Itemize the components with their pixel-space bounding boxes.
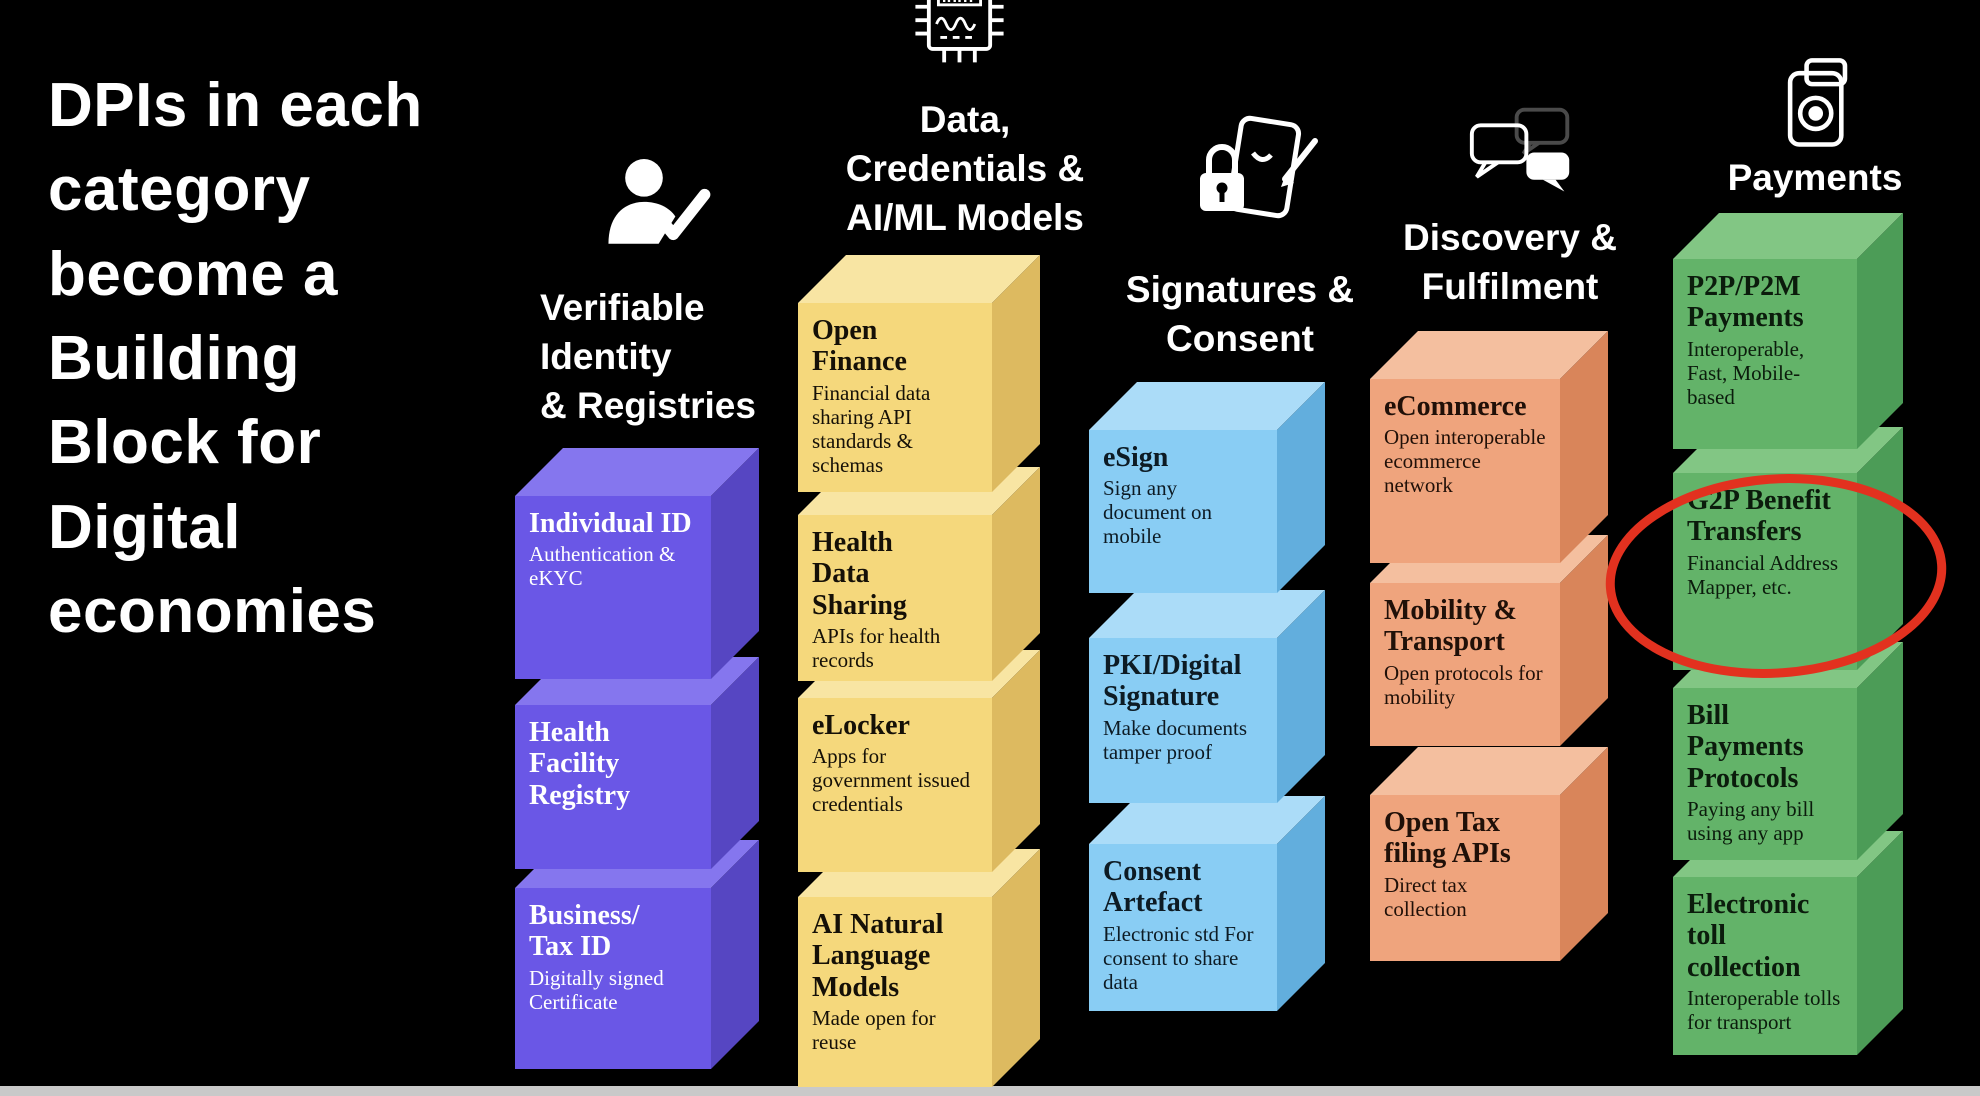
block-desc: Financial data sharing API standards & s… xyxy=(812,380,931,477)
block-title: Health Data Sharing xyxy=(812,527,907,621)
block-individual-id: Individual ID Authentication & eKYC xyxy=(515,496,711,679)
block-desc: Interoperable, Fast, Mobile-based xyxy=(1687,336,1805,409)
block-consent-artefact: Consent Artefact Electronic std For cons… xyxy=(1089,844,1277,1011)
block-ai-natural-language-models: AI Natural Language Models Made open for… xyxy=(798,897,992,1087)
block-title: Business/ Tax ID xyxy=(529,900,640,963)
block-title: Consent Artefact xyxy=(1103,856,1203,919)
block-elocker: eLocker Apps for government issued crede… xyxy=(798,698,992,872)
block-title: eCommerce xyxy=(1384,391,1527,422)
block-health-facility-registry: Health Facility Registry xyxy=(515,705,711,869)
payment-scan-icon xyxy=(1787,58,1848,147)
block-desc: Open interoperable ecommerce network xyxy=(1384,425,1546,498)
block-desc: Digitally signed Certificate xyxy=(529,965,664,1014)
block-desc: Open protocols for mobility xyxy=(1384,660,1543,709)
block-bill-payments-protocols: Bill Payments Protocols Paying any bill … xyxy=(1673,688,1857,860)
block-desc: Authentication & eKYC xyxy=(529,542,676,591)
block-desc: Made open for reuse xyxy=(812,1006,936,1055)
block-desc: Make documents tamper proof xyxy=(1103,715,1248,764)
block-title: Bill Payments Protocols xyxy=(1687,700,1804,794)
block-title: eSign xyxy=(1103,442,1169,473)
block-g2p-benefit-transfers: G2P Benefit Transfers Financial Address … xyxy=(1673,473,1857,670)
block-desc: Interoperable tolls for transport xyxy=(1687,986,1841,1035)
block-p2p-p2m-payments: P2P/P2M Payments Interoperable, Fast, Mo… xyxy=(1673,259,1857,449)
block-desc: Sign any document on mobile xyxy=(1103,476,1213,549)
chat-bubbles-icon xyxy=(1469,107,1570,192)
block-title: P2P/P2M Payments xyxy=(1687,271,1804,334)
slide-edge-strip xyxy=(0,1086,1980,1096)
block-mobility-transport: Mobility & Transport Open protocols for … xyxy=(1370,583,1560,746)
block-title: Open Tax filing APIs xyxy=(1384,807,1511,870)
block-title: Individual ID xyxy=(529,508,692,539)
column-label-payments: Payments xyxy=(1727,157,1903,198)
block-pki-digital-signature: PKI/Digital Signature Make documents tam… xyxy=(1089,638,1277,803)
block-desc: Financial Address Mapper, etc. xyxy=(1687,550,1839,599)
block-title: PKI/Digital Signature xyxy=(1103,650,1242,713)
page-title: DPIs in each category become a Building … xyxy=(48,71,423,646)
block-esign: eSign Sign any document on mobile xyxy=(1089,430,1277,593)
block-electronic-toll-collection: Electronic toll collection Interoperable… xyxy=(1673,877,1857,1055)
block-ecommerce: eCommerce Open interoperable ecommerce n… xyxy=(1370,379,1560,563)
column-label-signatures-consent: Signatures & Consent xyxy=(1125,269,1355,359)
block-desc: Electronic std For consent to share data xyxy=(1103,921,1254,994)
block-desc: Paying any bill using any app xyxy=(1687,797,1815,846)
person-check-icon xyxy=(608,159,711,244)
signature-lock-icon xyxy=(1200,115,1318,219)
block-health-data-sharing: Health Data Sharing APIs for health reco… xyxy=(798,515,992,681)
block-title: Health Facility Registry xyxy=(529,717,631,811)
chip-icon xyxy=(915,0,1004,63)
block-title: Open Finance xyxy=(812,315,907,378)
block-desc: Direct tax collection xyxy=(1384,872,1468,921)
column-label-data-credentials: Data, Credentials & AI/ML Models xyxy=(845,99,1085,238)
block-title: eLocker xyxy=(812,710,910,741)
block-open-tax-filing-apis: Open Tax filing APIs Direct tax collecti… xyxy=(1370,795,1560,961)
block-desc: APIs for health records xyxy=(812,624,941,673)
column-label-identity: Verifiable Identity & Registries xyxy=(540,287,756,426)
block-business-tax-id: Business/ Tax ID Digitally signed Certif… xyxy=(515,888,711,1069)
block-open-finance: Open Finance Financial data sharing API … xyxy=(798,303,992,492)
block-title: G2P Benefit Transfers xyxy=(1687,485,1831,548)
block-title: AI Natural Language Models xyxy=(812,909,944,1003)
block-title: Mobility & Transport xyxy=(1384,595,1517,658)
block-desc: Apps for government issued credentials xyxy=(812,744,971,817)
block-title: Electronic toll collection xyxy=(1687,889,1810,983)
column-label-discovery-fulfilment: Discovery & Fulfilment xyxy=(1403,217,1617,307)
